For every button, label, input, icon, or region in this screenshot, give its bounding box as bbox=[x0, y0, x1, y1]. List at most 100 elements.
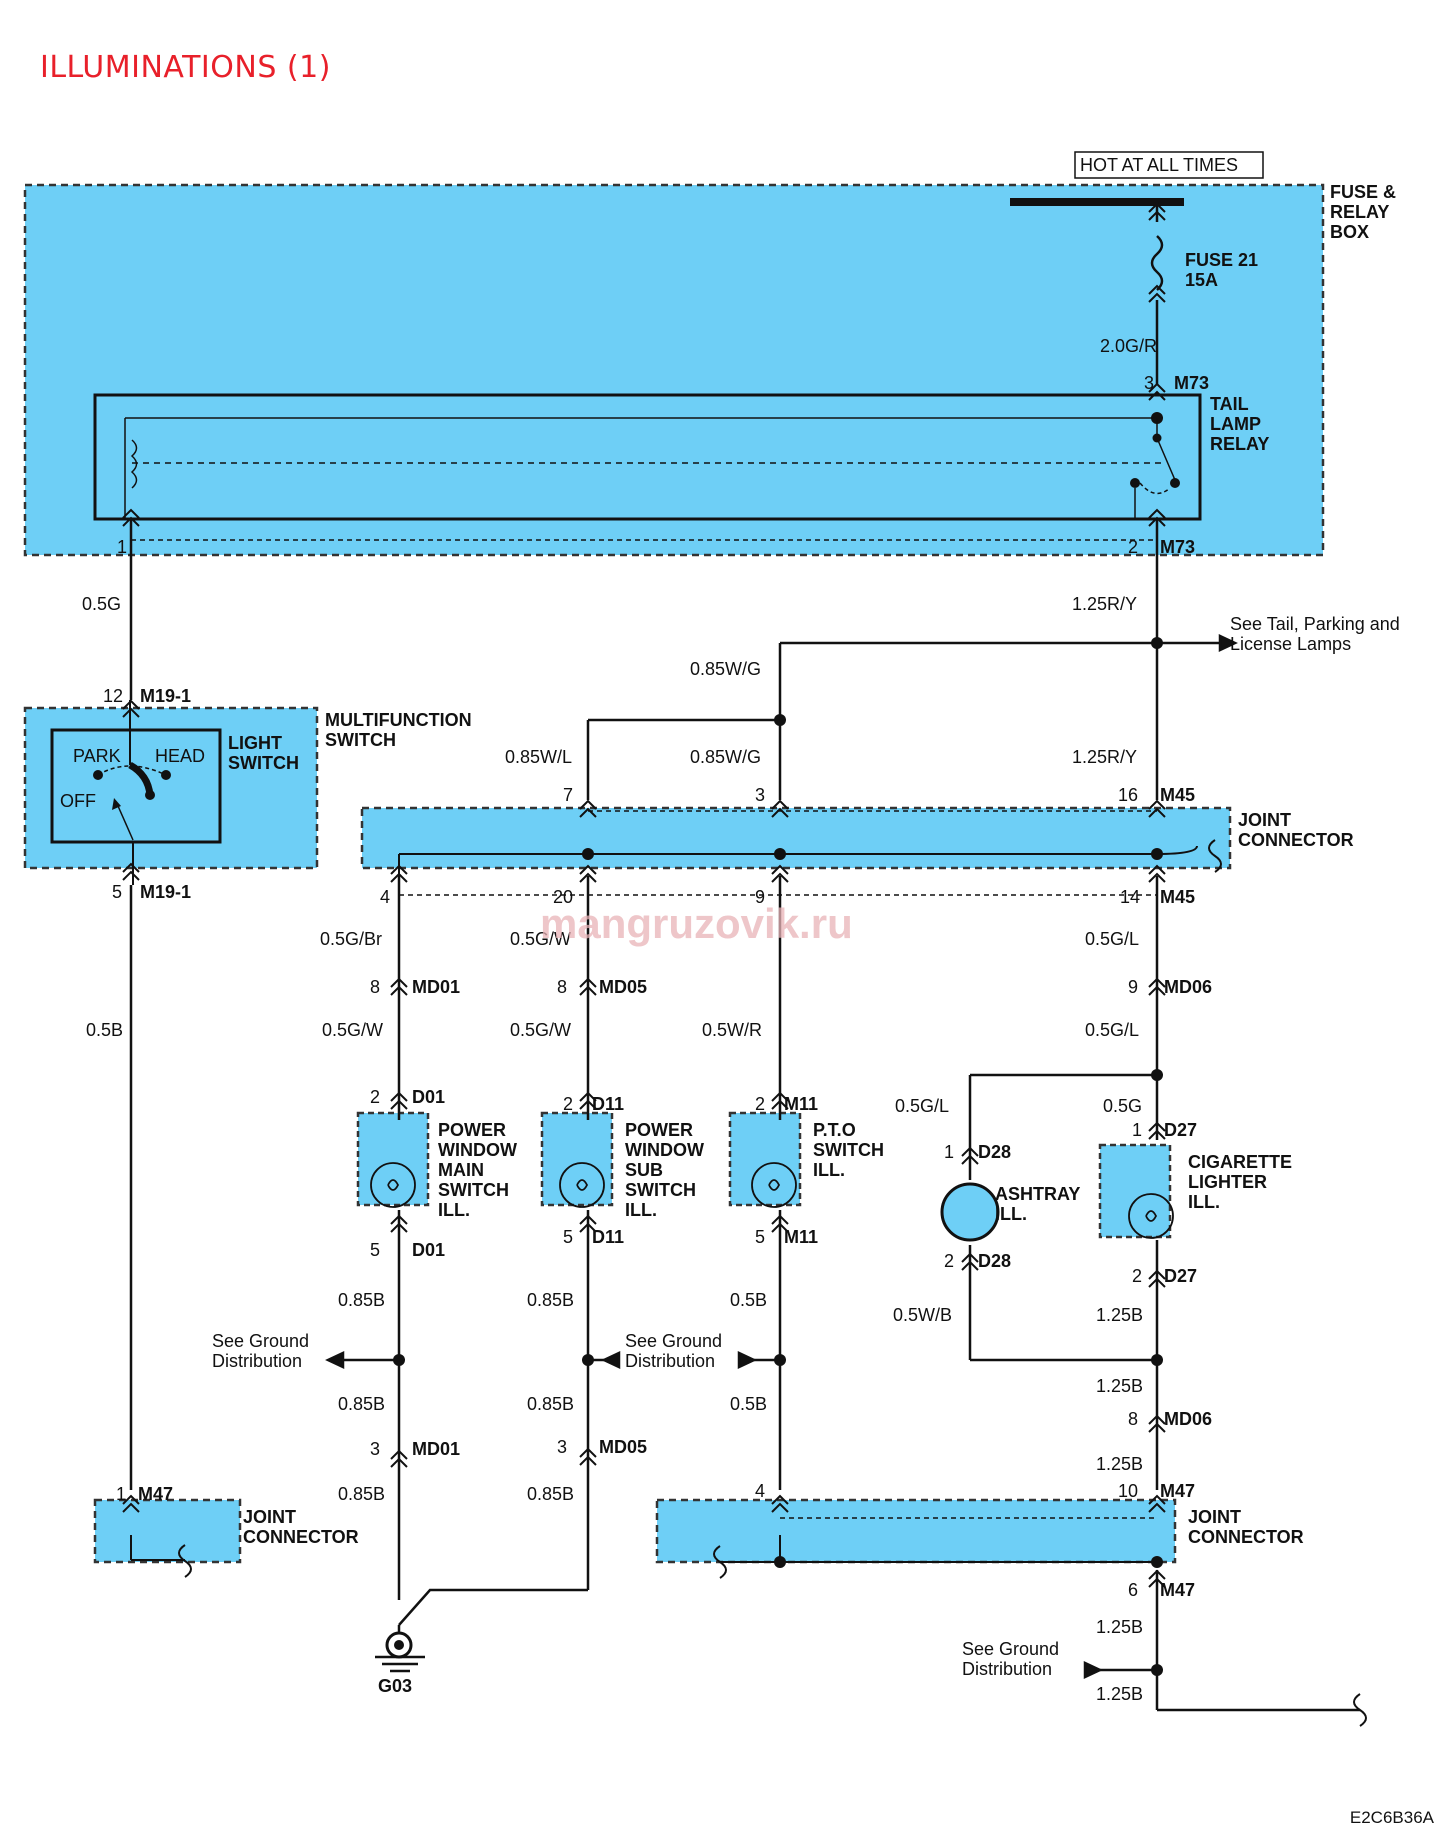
pin-m45-9: 9 bbox=[755, 887, 765, 907]
ashtray-label-2: ILL. bbox=[995, 1204, 1027, 1224]
pin-m45-14: 14 bbox=[1120, 887, 1140, 907]
wire-0-5b: 0.5B bbox=[86, 1020, 123, 1040]
pin-md06-9: 9 bbox=[1128, 977, 1138, 997]
light-switch-label-2: SWITCH bbox=[228, 753, 299, 773]
fuse-box-label-1: FUSE & bbox=[1330, 182, 1396, 202]
wire-0-85b-3: 0.85B bbox=[338, 1394, 385, 1414]
pto-label-2: SWITCH bbox=[813, 1140, 884, 1160]
conn-md06-top: MD06 bbox=[1164, 977, 1212, 997]
pin-m73-3: 3 bbox=[1144, 373, 1154, 393]
joint-connector-left-label-2: CONNECTOR bbox=[243, 1527, 359, 1547]
light-switch bbox=[50, 728, 222, 844]
wire-0-5gw-b: 0.5G/W bbox=[322, 1020, 383, 1040]
diagram-code: E2C6B36A bbox=[1349, 1808, 1434, 1827]
wire-1-25b-2: 1.25B bbox=[1096, 1376, 1143, 1396]
mf-switch-label-2: SWITCH bbox=[325, 730, 396, 750]
conn-d27-bottom: D27 bbox=[1164, 1266, 1197, 1286]
pin-d11-5: 5 bbox=[563, 1227, 573, 1247]
conn-md06-bottom: MD06 bbox=[1164, 1409, 1212, 1429]
relay-label-3: RELAY bbox=[1210, 434, 1269, 454]
wire-0-5b-pto1: 0.5B bbox=[730, 1290, 767, 1310]
page-title: ILLUMINATIONS (1) bbox=[40, 50, 331, 85]
wire-1-25ry-a: 1.25R/Y bbox=[1072, 594, 1137, 614]
wire-0-5gw-c: 0.5G/W bbox=[510, 1020, 571, 1040]
pin-d27-1: 1 bbox=[1132, 1120, 1142, 1140]
wire-0-85b-2: 0.85B bbox=[527, 1290, 574, 1310]
pin-md01-8: 8 bbox=[370, 977, 380, 997]
pws-label-2: WINDOW bbox=[625, 1140, 704, 1160]
fuse-box-label-3: BOX bbox=[1330, 222, 1369, 242]
wire-0-85b-4: 0.85B bbox=[527, 1394, 574, 1414]
joint-connector-right-label-1: JOINT bbox=[1188, 1507, 1241, 1527]
wire-0-5g-cig: 0.5G bbox=[1103, 1096, 1142, 1116]
pin-m47-10: 10 bbox=[1118, 1481, 1138, 1501]
conn-d27-top: D27 bbox=[1164, 1120, 1197, 1140]
conn-d28-bottom: D28 bbox=[978, 1251, 1011, 1271]
conn-m73-bottom: M73 bbox=[1160, 537, 1195, 557]
power-window-sub-switch-ill bbox=[540, 1111, 614, 1207]
see-tail-label-2: License Lamps bbox=[1230, 634, 1351, 654]
conn-d01-bottom: D01 bbox=[412, 1240, 445, 1260]
wire-0-5gl-c: 0.5G/L bbox=[895, 1096, 949, 1116]
conn-md01-bottom: MD01 bbox=[412, 1439, 460, 1459]
wire-0-85wl: 0.85W/L bbox=[505, 747, 572, 767]
joint-connector-m47-left bbox=[93, 1498, 242, 1564]
off-label: OFF bbox=[60, 791, 96, 811]
conn-m47-right-top: M47 bbox=[1160, 1481, 1195, 1501]
see-tail-label-1: See Tail, Parking and bbox=[1230, 614, 1400, 634]
pin-md01-3: 3 bbox=[370, 1439, 380, 1459]
relay-coil bbox=[130, 439, 138, 489]
wire-1-25b-1: 1.25B bbox=[1096, 1305, 1143, 1325]
joint-connector-m45-label-2: CONNECTOR bbox=[1238, 830, 1354, 850]
wire-0-5gl-a: 0.5G/L bbox=[1085, 929, 1139, 949]
pin-m11-5: 5 bbox=[755, 1227, 765, 1247]
pin-m45-4: 4 bbox=[380, 887, 390, 907]
park-label: PARK bbox=[73, 746, 121, 766]
pin-m45-20: 20 bbox=[553, 887, 573, 907]
joint-connector-m45 bbox=[360, 806, 1232, 870]
reference-arrows bbox=[325, 634, 1238, 1679]
fuse-relay-box bbox=[23, 183, 1325, 557]
wire-0-5gbr: 0.5G/Br bbox=[320, 929, 382, 949]
conn-d28-top: D28 bbox=[978, 1142, 1011, 1162]
conn-m19-bottom: M19-1 bbox=[140, 882, 191, 902]
head-label: HEAD bbox=[155, 746, 205, 766]
conn-m73-top: M73 bbox=[1174, 373, 1209, 393]
pin-d01-2: 2 bbox=[370, 1087, 380, 1107]
wire-0-85wg-a: 0.85W/G bbox=[690, 659, 761, 679]
pin-md06-8: 8 bbox=[1128, 1409, 1138, 1429]
pin-m45-7: 7 bbox=[563, 785, 573, 805]
pin-m19-5: 5 bbox=[112, 882, 122, 902]
ashtray-bulb bbox=[940, 1182, 1000, 1242]
pin-m19-12: 12 bbox=[103, 686, 123, 706]
hot-at-all-times-box bbox=[1074, 151, 1264, 179]
see-ground-1-line1: See Ground bbox=[212, 1331, 309, 1351]
wire-0-85b-5: 0.85B bbox=[338, 1484, 385, 1504]
pwm-label-2: WINDOW bbox=[438, 1140, 517, 1160]
cig-label-2: LIGHTER bbox=[1188, 1172, 1267, 1192]
wire-1-25b-3: 1.25B bbox=[1096, 1454, 1143, 1474]
pin-md05-8: 8 bbox=[557, 977, 567, 997]
see-ground-2-line1: See Ground bbox=[625, 1331, 722, 1351]
conn-d11-top: D11 bbox=[592, 1094, 624, 1114]
conn-d11-bottom: D11 bbox=[592, 1227, 624, 1247]
pin-d28-1: 1 bbox=[944, 1142, 954, 1162]
wire-0-5g-top: 0.5G bbox=[82, 594, 121, 614]
conn-md05-bottom: MD05 bbox=[599, 1437, 647, 1457]
see-ground-3-line2: Distribution bbox=[962, 1659, 1052, 1679]
relay-label-1: TAIL bbox=[1210, 394, 1249, 414]
pin-d01-5: 5 bbox=[370, 1240, 380, 1260]
ashtray-label-1: ASHTRAY bbox=[995, 1184, 1080, 1204]
see-ground-1-line2: Distribution bbox=[212, 1351, 302, 1371]
pin-md05-3: 3 bbox=[557, 1437, 567, 1457]
pws-label-3: SUB bbox=[625, 1160, 663, 1180]
light-switch-label-1: LIGHT bbox=[228, 733, 282, 753]
wire-0-5b-pto2: 0.5B bbox=[730, 1394, 767, 1414]
conn-m45-top: M45 bbox=[1160, 785, 1195, 805]
wire-0-85wg-b: 0.85W/G bbox=[690, 747, 761, 767]
pin-m73-2: 2 bbox=[1128, 537, 1138, 557]
see-ground-3-line1: See Ground bbox=[962, 1639, 1059, 1659]
pwm-label-1: POWER bbox=[438, 1120, 506, 1140]
see-ground-2-line2: Distribution bbox=[625, 1351, 715, 1371]
